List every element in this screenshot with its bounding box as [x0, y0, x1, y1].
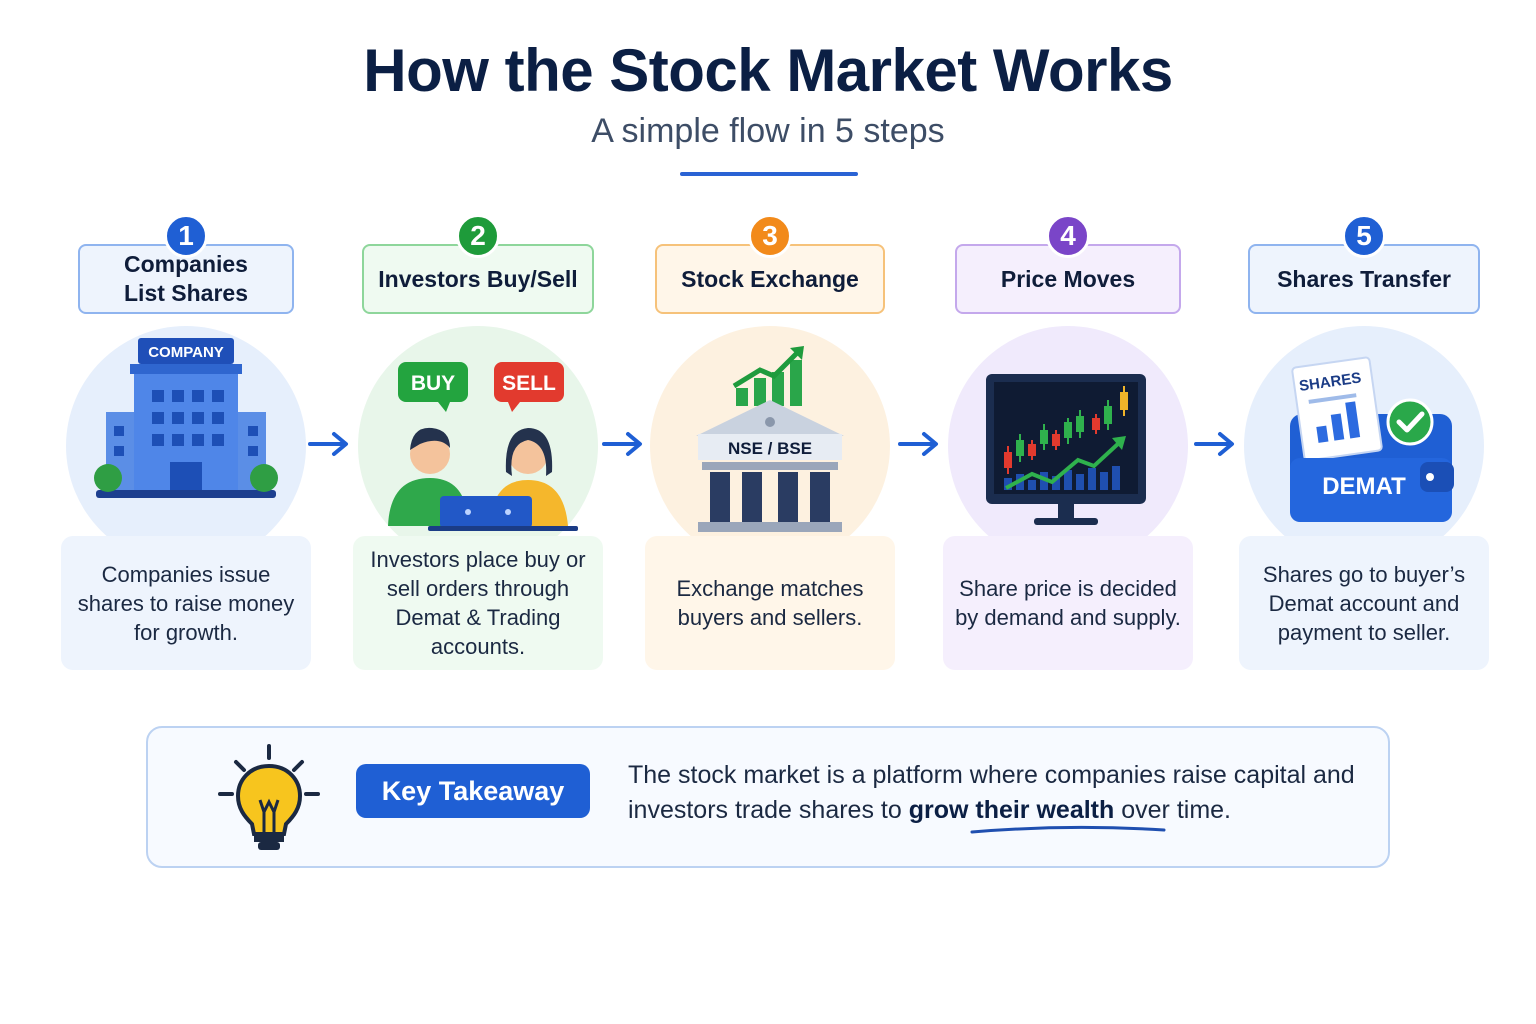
step-description: Share price is decided by demand and sup…	[943, 536, 1193, 670]
step-shares-transfer: 5 Shares Transfer SHARES DEMAT Shares go…	[1214, 214, 1514, 674]
step-number-badge: 2	[456, 214, 500, 258]
step-number-badge: 1	[164, 214, 208, 258]
flow-arrow-icon	[308, 432, 348, 456]
step-stock-exchange: 3 Stock Exchange NSE / BSE Exchange matc…	[620, 214, 920, 674]
sell-bubble-text: SELL	[502, 372, 556, 395]
page-subtitle: A simple flow in 5 steps	[591, 112, 945, 150]
key-takeaway-badge: Key Takeaway	[356, 764, 590, 818]
key-takeaway-emphasis: grow their wealth	[908, 796, 1115, 824]
key-takeaway-panel: Key Takeaway The stock market is a platf…	[146, 726, 1390, 868]
investors-laptop-icon: BUY SELL	[388, 362, 578, 531]
company-building-icon: COMPANY	[94, 338, 278, 498]
flow-arrow-icon	[898, 432, 938, 456]
emphasis-underline	[970, 825, 1166, 834]
title-divider	[680, 172, 858, 176]
exchange-sign-text: NSE / BSE	[728, 439, 812, 458]
candlestick-monitor-icon	[986, 374, 1146, 525]
lightbulb-icon	[218, 744, 320, 850]
step-number-badge: 3	[748, 214, 792, 258]
buy-bubble-text: BUY	[411, 372, 455, 395]
step-description: Companies issue shares to raise money fo…	[61, 536, 311, 670]
flow-arrow-icon	[602, 432, 642, 456]
demat-wallet-icon: SHARES DEMAT	[1290, 356, 1454, 522]
step-number-badge: 5	[1342, 214, 1386, 258]
company-sign-text: COMPANY	[148, 344, 224, 361]
demat-wallet-text: DEMAT	[1322, 473, 1406, 500]
step-companies-list-shares: 1 Companies List Shares COMPANY Companie…	[36, 214, 336, 674]
step-price-moves: 4 Price Moves Share price is decided by …	[918, 214, 1218, 674]
step-description: Exchange matches buyers and sellers.	[645, 536, 895, 670]
step-investors-buy-sell: 2 Investors Buy/Sell BUY SELL Investors …	[328, 214, 628, 674]
step-description: Investors place buy or sell orders throu…	[353, 536, 603, 670]
key-takeaway-text: The stock market is a platform where com…	[628, 761, 1355, 824]
page-title: How the Stock Market Works	[363, 37, 1173, 104]
step-description: Shares go to buyer’s Demat account and p…	[1239, 536, 1489, 670]
flow-arrow-icon	[1194, 432, 1234, 456]
exchange-building-icon: NSE / BSE	[696, 346, 844, 532]
step-number-badge: 4	[1046, 214, 1090, 258]
